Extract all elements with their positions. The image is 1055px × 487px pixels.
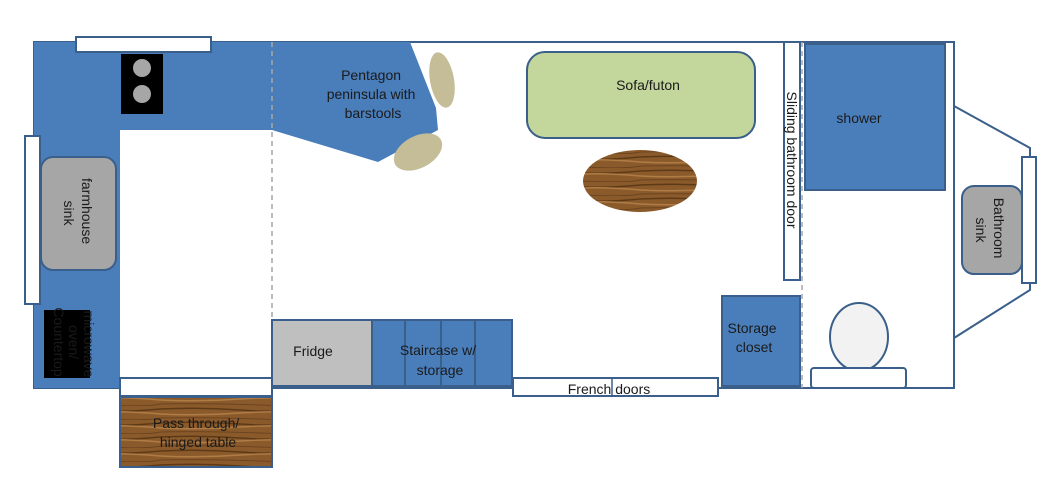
shower (804, 43, 946, 191)
hinged-table-label: Pass through/ hinged table (153, 415, 243, 450)
bathroom-sink (961, 185, 1023, 275)
shower-label: shower (836, 110, 881, 126)
farmhouse-sink-label: farmhouse sink (61, 178, 95, 248)
countertop-oven-label: Countertop oven/ microwave (51, 307, 97, 380)
french-doors (512, 377, 719, 397)
table-rail (119, 377, 273, 397)
storage-closet-label: Storage closet (728, 320, 781, 355)
barstool-bottom (393, 133, 443, 171)
hinged-table (119, 396, 273, 468)
countertop-oven (44, 310, 90, 378)
sofa-label: Sofa/futon (616, 77, 680, 93)
peninsula-label: Pentagon peninsula with barstools (327, 67, 420, 121)
toilet-icon (810, 302, 907, 389)
window-bathroom (1021, 156, 1037, 284)
barstool-top (429, 52, 455, 108)
pentagon-peninsula (272, 42, 438, 162)
staircase (371, 319, 513, 387)
fridge (271, 319, 373, 387)
window-top (75, 36, 212, 53)
oval-rug-icon (583, 150, 697, 212)
sofa-futon (526, 51, 756, 139)
farmhouse-sink (40, 156, 117, 271)
kitchen-counter (34, 42, 272, 388)
staircase-label: Staircase w/ storage (400, 342, 480, 378)
storage-closet (721, 295, 801, 387)
sliding-bathroom-door (783, 41, 801, 281)
window-left (24, 135, 41, 305)
fridge-label: Fridge (293, 343, 333, 359)
bathroom-sink-label: Bathroom sink (973, 198, 1007, 263)
stovetop-icon (121, 54, 163, 114)
sliding-door-label: Sliding bathroom door (784, 92, 800, 229)
french-doors-label: French doors (568, 381, 650, 397)
